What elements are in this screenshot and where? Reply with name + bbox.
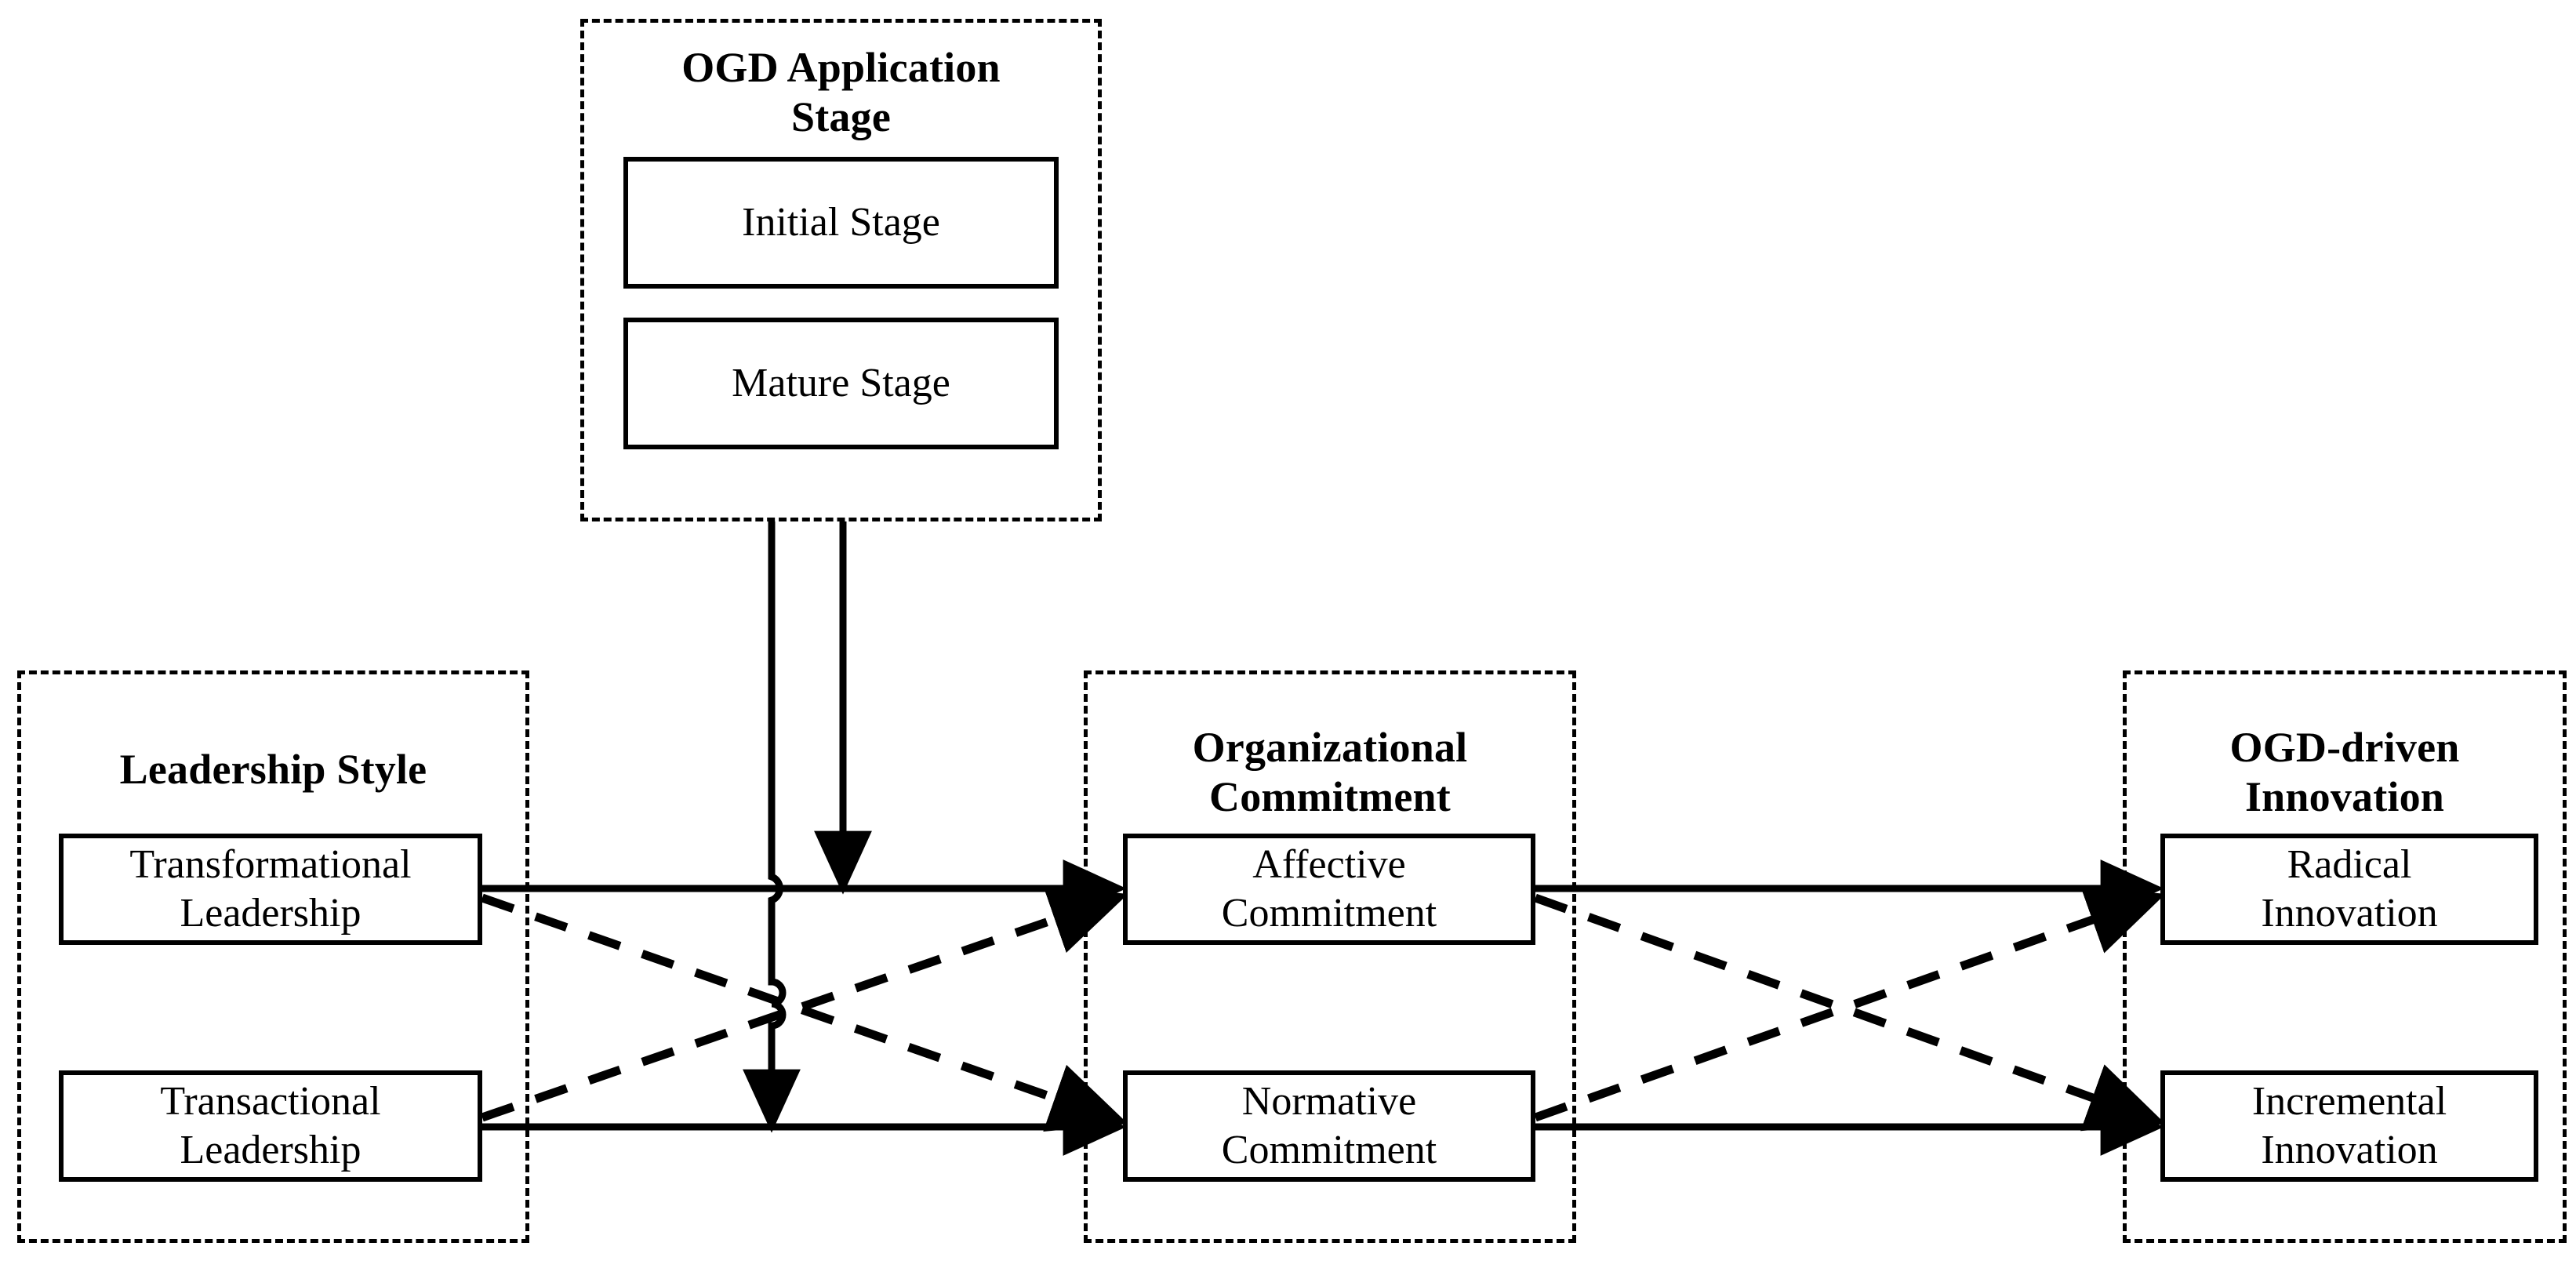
- edge-affective-to-incremental: [1534, 893, 2166, 1132]
- construct-title-leadership-style: Leadership Style: [119, 746, 427, 793]
- construct-organizational-commitment[interactable]: Organizational Commitment: [1084, 670, 1576, 1243]
- edge-transformational-to-normative: [481, 893, 1128, 1132]
- moderator-line-to-lower-path: [743, 521, 801, 1133]
- node-incremental-innovation[interactable]: Incremental Innovation: [2160, 1070, 2538, 1182]
- node-transformational-leadership[interactable]: Transformational Leadership: [59, 834, 482, 945]
- node-transactional-leadership[interactable]: Transactional Leadership: [59, 1070, 482, 1182]
- edge-transactional-to-affective: [481, 885, 1128, 1122]
- node-radical-innovation[interactable]: Radical Innovation: [2160, 834, 2538, 945]
- node-normative-commitment[interactable]: Normative Commitment: [1123, 1070, 1535, 1182]
- node-mature-stage[interactable]: Mature Stage: [623, 318, 1059, 449]
- construct-title-organizational-commitment: Organizational Commitment: [1192, 724, 1468, 820]
- construct-ogd-application-stage[interactable]: OGD Application Stage: [580, 19, 1102, 521]
- edge-normative-to-radical: [1534, 886, 2166, 1122]
- node-initial-stage[interactable]: Initial Stage: [623, 157, 1059, 289]
- construct-title-ogd-application-stage: OGD Application Stage: [681, 44, 1001, 140]
- construct-title-ogd-driven-innovation: OGD-driven Innovation: [2229, 724, 2460, 820]
- construct-leadership-style[interactable]: Leadership Style: [17, 670, 529, 1243]
- node-affective-commitment[interactable]: Affective Commitment: [1123, 834, 1535, 945]
- construct-ogd-driven-innovation[interactable]: OGD-driven Innovation: [2123, 670, 2567, 1243]
